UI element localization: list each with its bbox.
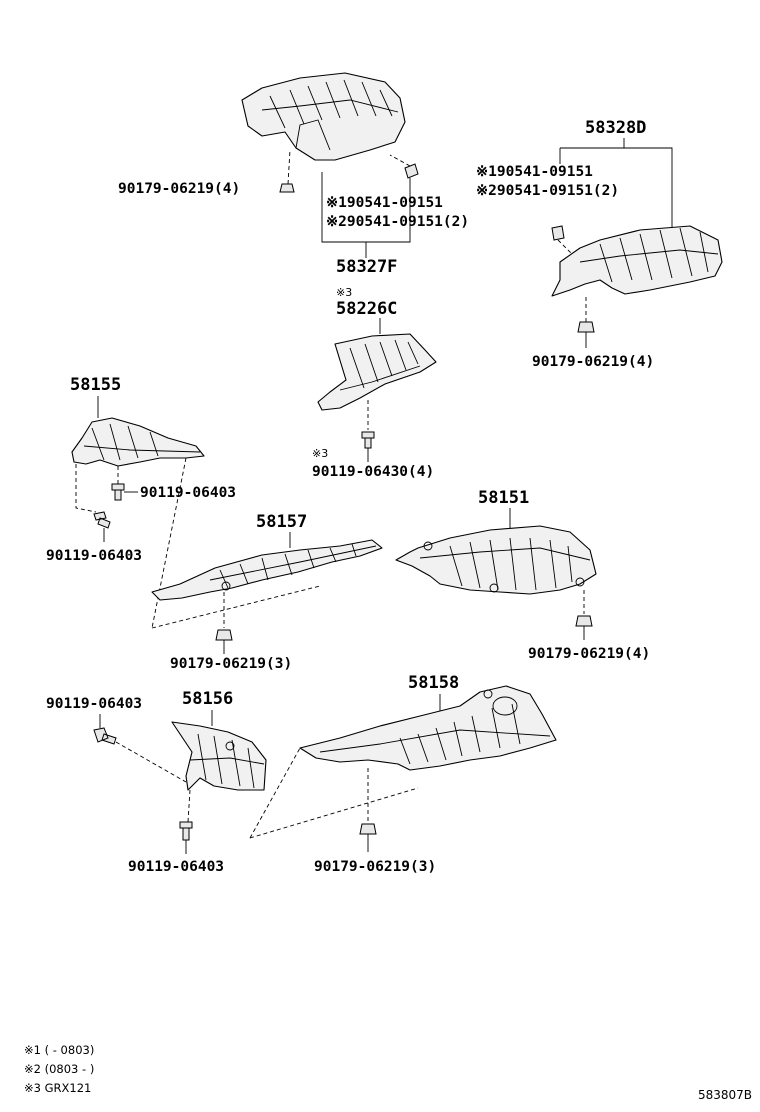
nut-label-58151: 90179-06219(4) — [528, 646, 650, 662]
clip-label-right-2: ※290541-09151(2) — [476, 183, 619, 199]
bolt-label-58155-a: 90119-06403 — [140, 485, 236, 501]
note-1: ※1 ( - 0803) — [24, 1043, 94, 1057]
nut-label-top-left: 90179-06219(4) — [118, 181, 240, 197]
clip-icon — [404, 163, 419, 179]
bolt-icon — [93, 727, 117, 745]
clip-icon — [551, 225, 565, 241]
bolt-label-58156-top: 90119-06403 — [46, 696, 142, 712]
clip-label-right-1: ※190541-09151 — [476, 164, 593, 180]
nut-label-58158: 90179-06219(3) — [314, 859, 436, 875]
bolt-icon — [361, 431, 375, 449]
bolt-label-58156-bottom: 90119-06403 — [128, 859, 224, 875]
heat-insulator-58156[interactable] — [171, 721, 267, 791]
part-number-58155[interactable]: 58155 — [70, 375, 121, 395]
nut-label-right: 90179-06219(4) — [532, 354, 654, 370]
bolt-icon — [179, 821, 193, 841]
heat-insulator-58226c[interactable] — [317, 333, 437, 411]
part-number-58327f[interactable]: 58327F — [336, 257, 397, 277]
part-number-58156[interactable]: 58156 — [182, 689, 233, 709]
note-mark-bolt: ※3 — [312, 447, 328, 460]
part-number-58151[interactable]: 58151 — [478, 488, 529, 508]
nut-icon — [575, 615, 593, 627]
nut-icon — [577, 321, 595, 333]
clip-label-top-1: ※190541-09151 — [326, 195, 443, 211]
bolt-icon — [93, 511, 111, 529]
bolt-label-58226c: 90119-06430(4) — [312, 464, 434, 480]
note-3: ※3 GRX121 — [24, 1081, 91, 1095]
part-number-58158[interactable]: 58158 — [408, 673, 459, 693]
nut-label-58157: 90179-06219(3) — [170, 656, 292, 672]
figure-reference: 583807B — [698, 1088, 752, 1102]
nut-icon — [215, 629, 233, 641]
clip-label-top-2: ※290541-09151(2) — [326, 214, 469, 230]
part-number-58328d[interactable]: 58328D — [585, 118, 646, 138]
heat-insulator-58328d[interactable] — [551, 225, 723, 297]
heat-insulator-58155[interactable] — [71, 417, 205, 467]
note-mark-58226c: ※3 — [336, 286, 352, 299]
bolt-label-58155-b: 90119-06403 — [46, 548, 142, 564]
nut-icon — [279, 183, 295, 193]
nut-icon — [359, 823, 377, 835]
heat-insulator-58151[interactable] — [395, 525, 597, 595]
heat-insulator-58157[interactable] — [151, 539, 383, 601]
heat-insulator-58158[interactable] — [299, 685, 557, 771]
note-2: ※2 (0803 - ) — [24, 1062, 94, 1076]
heat-insulator-58327f[interactable] — [241, 72, 406, 161]
part-number-58226c[interactable]: 58226C — [336, 299, 397, 319]
part-number-58157[interactable]: 58157 — [256, 512, 307, 532]
bolt-icon — [111, 483, 125, 501]
